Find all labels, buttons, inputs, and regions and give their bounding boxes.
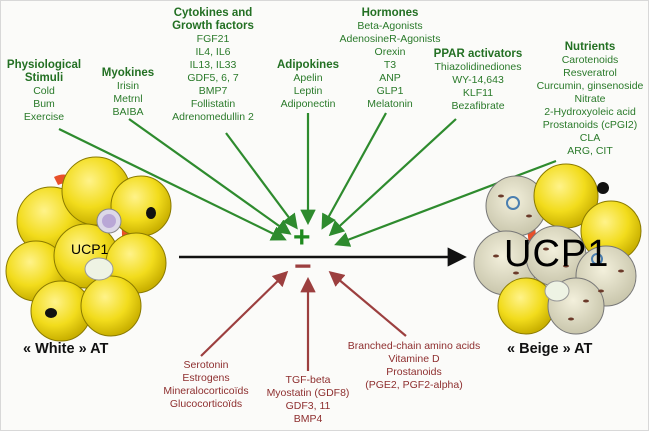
group-hormones: Hormones Beta-Agonists AdenosineR-Agonis… <box>335 7 445 111</box>
arrow-inhibit-right <box>328 271 407 337</box>
item-cla: CLA <box>579 132 601 144</box>
item-branched-chain-amino-acids: Branched-chain amino acids <box>347 340 481 352</box>
arrow-nutrients <box>334 159 557 247</box>
item-nitrate: Nitrate <box>574 93 606 105</box>
item-bum: Bum <box>33 98 55 110</box>
item-orexin: Orexin <box>374 46 406 58</box>
item-gdf3-11: GDF3, 11 <box>285 400 331 412</box>
white-ucp1-label: UCP1 <box>71 241 109 257</box>
item-klf11: KLF11 <box>462 87 494 99</box>
group-adipokines: Adipokines Apelin Leptin Adiponectin <box>268 59 348 111</box>
inhibiting-arrows <box>200 270 407 371</box>
item-tgf-beta: TGF-beta <box>285 374 331 386</box>
item-leptin: Leptin <box>293 85 323 97</box>
item-adiponectin: Adiponectin <box>280 98 336 110</box>
item-glp1: GLP1 <box>376 85 404 97</box>
arrow-ppar <box>328 118 457 237</box>
item-pge2-pgf2-alpha: (PGE2, PGF2-alpha) <box>365 379 463 391</box>
arrow-cytokines <box>225 132 298 230</box>
item-baiba: BAIBA <box>112 106 144 118</box>
white-at-caption: « White » AT <box>23 341 109 357</box>
heading-ppar: PPAR activators <box>433 48 523 60</box>
group-inhibitors-left: Serotonin Estrogens Mineralocorticoïds G… <box>151 359 261 411</box>
minus-sign: − <box>294 250 312 283</box>
group-ppar-activators: PPAR activators Thiazolidinediones WY-14… <box>428 48 528 113</box>
group-myokines: Myokines Irisin Metrnl BAIBA <box>97 67 159 119</box>
item-cold: Cold <box>33 85 55 97</box>
item-apelin: Apelin <box>293 72 323 84</box>
arrow-inhibit-left <box>200 270 289 357</box>
item-il13-il33: IL13, IL33 <box>189 59 237 71</box>
item-prostanoids: Prostanoids <box>386 366 442 378</box>
item-prostanoids-cpgi2: Prostanoids (cPGI2) <box>542 119 638 131</box>
group-nutrients: Nutrients Carotenoids Resveratrol Curcum… <box>535 41 645 158</box>
heading-myokines: Myokines <box>101 67 155 79</box>
item-fgf21: FGF21 <box>196 33 230 45</box>
item-myostatin-gdf8: Myostatin (GDF8) <box>266 387 350 399</box>
plus-sign: + <box>293 221 311 254</box>
item-carotenoids: Carotenoids <box>561 54 619 66</box>
heading-nutrients: Nutrients <box>564 41 616 53</box>
arrow-physiological <box>58 128 287 241</box>
item-follistatin: Follistatin <box>190 98 236 110</box>
item-exercise: Exercise <box>23 111 65 123</box>
item-irisin: Irisin <box>116 80 140 92</box>
white-adipocyte-cluster <box>5 156 172 342</box>
beige-at-caption: « Beige » AT <box>507 341 593 357</box>
item-wy-14643: WY-14,643 <box>452 74 504 86</box>
item-t3: T3 <box>383 59 397 71</box>
group-inhibitors-middle: TGF-beta Myostatin (GDF8) GDF3, 11 BMP4 <box>255 374 361 426</box>
item-mineralocorticoids: Mineralocorticoïds <box>163 385 249 397</box>
stimulating-arrows <box>58 112 557 247</box>
heading-adipokines: Adipokines <box>277 59 339 71</box>
item-adrenomedullin-2: Adrenomedullin 2 <box>172 111 254 123</box>
item-resveratrol: Resveratrol <box>563 67 617 79</box>
arrow-myokines <box>128 118 292 235</box>
item-il4-il6: IL4, IL6 <box>195 46 231 58</box>
item-vitamine-d: Vitamine D <box>388 353 440 365</box>
item-gdf5-6-7: GDF5, 6, 7 <box>187 72 239 84</box>
group-inhibitors-right: Branched-chain amino acids Vitamine D Pr… <box>344 340 484 392</box>
item-anp: ANP <box>379 72 401 84</box>
heading-hormones: Hormones <box>361 7 419 19</box>
item-melatonin: Melatonin <box>367 98 413 110</box>
item-beta-agonists: Beta-Agonists <box>357 20 423 32</box>
item-arg-cit: ARG, CIT <box>567 145 613 157</box>
item-adenosiner-agonists: AdenosineR-Agonists <box>339 33 441 45</box>
item-curcumin-ginsenoside: Curcumin, ginsenoside <box>536 80 644 92</box>
item-thiazolidinediones: Thiazolidinediones <box>434 61 522 73</box>
item-bmp4: BMP4 <box>293 413 323 425</box>
item-serotonin: Serotonin <box>183 359 229 371</box>
item-bmp7: BMP7 <box>198 85 228 97</box>
beige-adipocyte-cluster <box>473 163 642 335</box>
arrow-hormones <box>321 112 387 230</box>
item-2-hydroxyoleic-acid: 2-Hydroxyoleic acid <box>544 106 636 118</box>
item-metrnl: Metrnl <box>113 93 143 105</box>
beige-ucp1-label: UCP1 <box>504 233 610 275</box>
item-estrogens: Estrogens <box>182 372 230 384</box>
item-glucocorticoids: Glucocorticoïds <box>169 398 243 410</box>
item-bezafibrate: Bezafibrate <box>451 100 505 112</box>
